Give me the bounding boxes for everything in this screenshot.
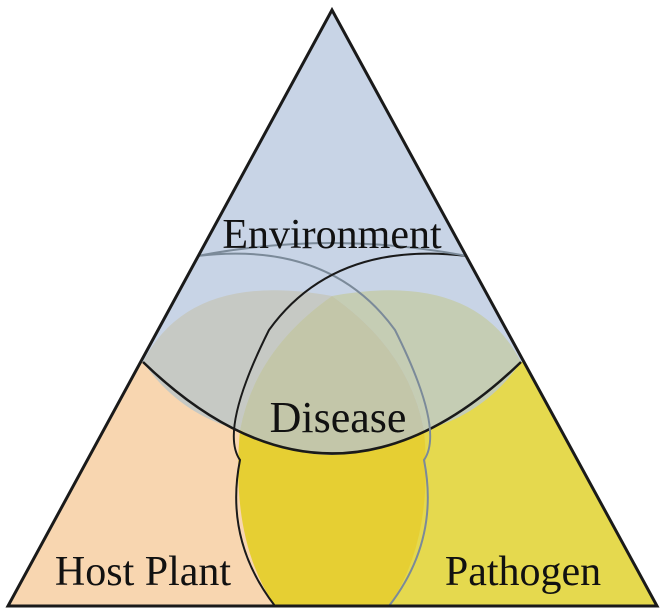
- environment-circle-arc: [142, 361, 522, 455]
- central-overlap: [240, 296, 424, 455]
- pathogen-label: Pathogen: [445, 549, 601, 595]
- pathogen-circle-arc: [232, 252, 468, 606]
- host-circle-arc: [196, 252, 432, 606]
- triangle-outline: [5, 6, 660, 608]
- environment-top-arc: [196, 242, 468, 257]
- host-environment-overlap: [143, 290, 332, 430]
- environment-label: Environment: [222, 212, 442, 258]
- center-label: Disease: [270, 393, 407, 442]
- pathogen-environment-overlap: [332, 290, 521, 430]
- host-pathogen-overlap: [238, 430, 426, 606]
- host-label: Host Plant: [55, 549, 232, 595]
